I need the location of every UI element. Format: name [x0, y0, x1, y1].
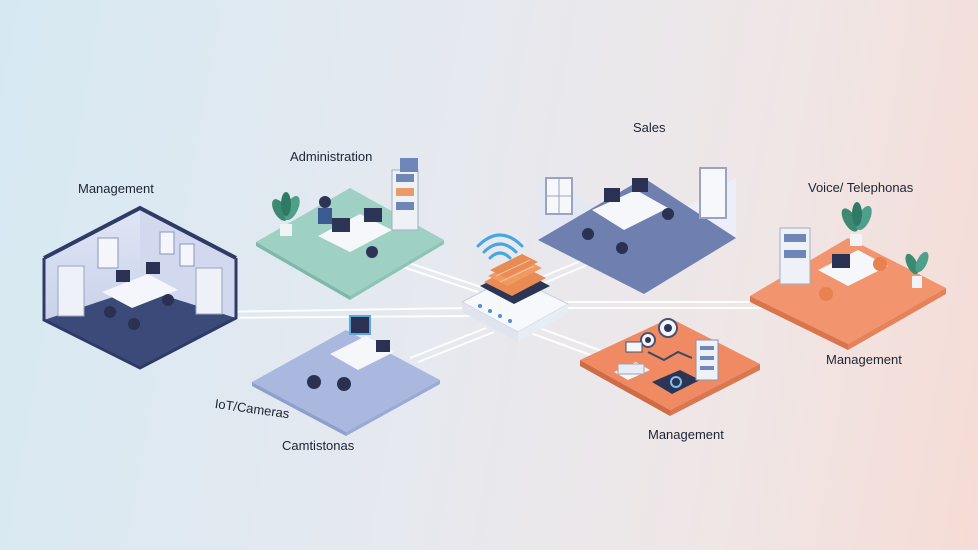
monitor-icon	[400, 158, 418, 172]
bookshelf	[57, 265, 85, 317]
wall-frame	[179, 243, 195, 267]
zone-administration	[256, 158, 444, 300]
chair-icon	[307, 375, 321, 389]
zone-management-bottom	[580, 318, 760, 416]
monitor-icon	[349, 315, 371, 335]
plant-icon	[841, 202, 872, 246]
chair-icon	[873, 257, 887, 271]
firewall-icon	[480, 254, 550, 304]
zone-floor	[750, 238, 946, 344]
switch-device	[652, 370, 700, 394]
zone-floor	[538, 178, 736, 294]
monitor-icon	[632, 178, 648, 192]
camera-icon	[658, 318, 678, 338]
monitor-icon	[376, 340, 390, 352]
bookshelf	[195, 267, 223, 315]
chair-icon	[819, 287, 833, 301]
label-voice-telephony: Voice/ Telephonas	[808, 180, 914, 195]
wall-frame	[159, 231, 175, 255]
chair-icon	[162, 294, 174, 306]
monitor-icon	[364, 208, 382, 222]
zone-iot-cameras	[252, 315, 440, 436]
room-floor	[44, 288, 236, 368]
plant-icon	[272, 192, 300, 236]
label-sales: Sales	[633, 120, 666, 135]
zone-voice-telephony	[750, 202, 946, 350]
door	[699, 167, 727, 219]
chair-icon	[128, 318, 140, 330]
monitor-icon	[116, 270, 130, 282]
chair-icon	[616, 242, 628, 254]
label-camtistonas: Camtistonas	[282, 438, 355, 453]
label-administration: Administration	[290, 149, 373, 164]
chair-icon	[366, 246, 378, 258]
label-management-left: Management	[78, 181, 154, 196]
monitor-icon	[332, 218, 350, 232]
wifi-icon	[476, 233, 524, 260]
person-icon	[319, 196, 331, 208]
monitor-icon	[604, 188, 620, 202]
chair-icon	[337, 377, 351, 391]
zone-management-left	[42, 205, 238, 370]
monitor-icon	[146, 262, 160, 274]
chair-icon	[662, 208, 674, 220]
label-management-right: Management	[826, 352, 902, 367]
label-management-bottom: Management	[648, 427, 724, 442]
chair-icon	[104, 306, 116, 318]
zone-sales	[538, 167, 736, 294]
plant-icon	[905, 251, 929, 288]
desk	[818, 250, 888, 286]
monitor-icon	[832, 254, 850, 268]
wall-frame	[97, 237, 119, 269]
desk	[102, 274, 178, 308]
camera-icon	[640, 332, 656, 348]
desk	[318, 214, 392, 252]
desk	[592, 190, 668, 230]
chair-icon	[582, 228, 594, 240]
